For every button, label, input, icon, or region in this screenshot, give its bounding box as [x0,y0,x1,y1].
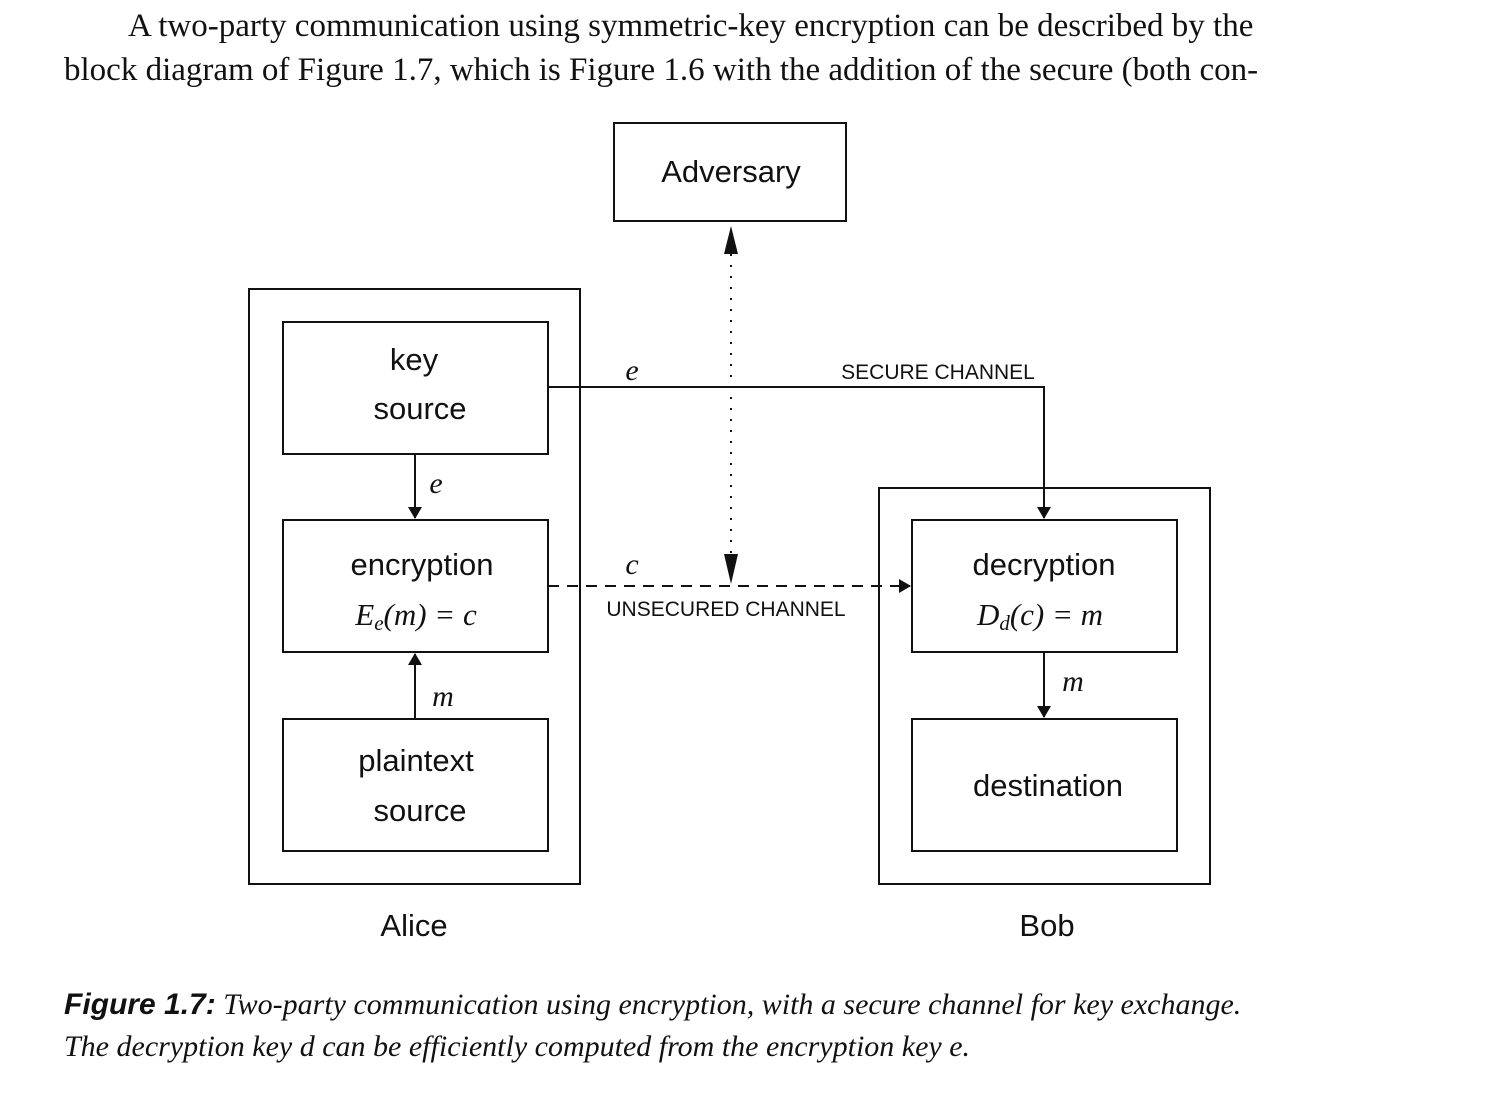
alice-container [248,288,581,885]
encryption-title: encryption [350,547,493,582]
paragraph-line-1: A two-party communication using symmetri… [128,8,1254,44]
figure-caption: Figure 1.7: Two-party communication usin… [64,984,1394,1068]
adversary-box [613,122,847,222]
plaintext-source-box [282,718,549,852]
secure-channel-line [548,386,1051,519]
decryption-box [911,519,1178,653]
plaintext-source-line-1: plaintext [358,743,474,778]
decryption-formula: Dd(c) = m [976,597,1103,635]
caption-label: Figure 1.7: [64,988,216,1021]
edge-label-m-right: m [1062,665,1084,698]
edge-label-e-left: e [429,467,442,500]
alice-label: Alice [380,908,447,943]
adversary-arrowhead-down [724,554,738,584]
paragraph-line-2: block diagram of Figure 1.7, which is Fi… [64,52,1259,88]
edge-label-e-top: e [625,354,638,387]
destination-box [911,718,1178,852]
caption-line-2: The decryption key d can be efficiently … [64,1030,971,1063]
encryption-box [282,519,549,653]
bob-label: Bob [1019,908,1074,943]
destination-label: destination [973,768,1123,803]
caption-text-1: Two-party communication using encryption… [215,988,1242,1021]
key-source-line-1: key [390,342,439,377]
intro-paragraph: A two-party communication using symmetri… [64,4,1384,92]
edge-label-c: c [625,548,638,581]
decryption-title: decryption [972,547,1115,582]
encryption-formula: Ee(m) = c [354,597,477,635]
adversary-arrowhead-up [724,226,738,254]
adversary-label: Adversary [661,154,801,189]
edge-label-m-left: m [432,680,454,713]
unsecured-channel-label: UNSECURED CHANNEL [606,598,845,621]
caption-line-1: Figure 1.7: Two-party communication usin… [64,984,1394,1026]
secure-channel-label: SECURE CHANNEL [841,361,1035,384]
key-source-line-2: source [373,391,466,426]
plaintext-source-line-2: source [373,793,466,828]
